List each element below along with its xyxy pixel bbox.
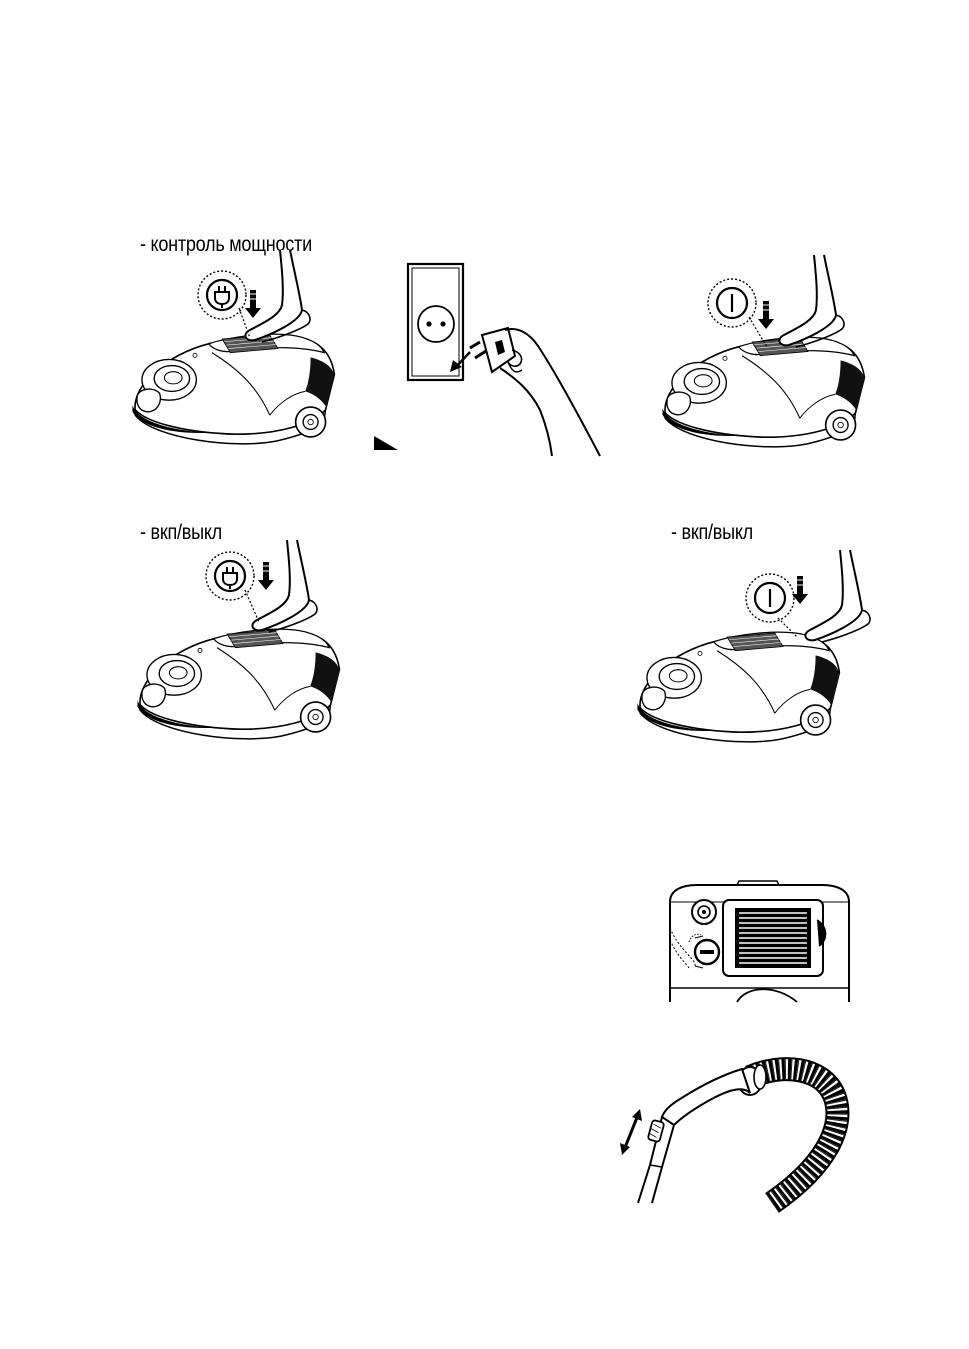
- plug-icon: [198, 271, 246, 319]
- on-off-caption-right: - вкп/выкл: [671, 522, 753, 543]
- power-icon: [746, 574, 794, 622]
- power-icon: [708, 279, 756, 327]
- unplug-socket-illustration: [400, 260, 605, 460]
- vacuum-power-on-illustration: [652, 255, 867, 470]
- plug-icon: [206, 552, 254, 600]
- triangle-pointer-icon: [372, 434, 400, 452]
- vacuum-on-off-power-illustration: [628, 550, 868, 775]
- vacuum-power-control-illustration: [122, 250, 337, 465]
- vacuum-on-off-plug-illustration: [127, 540, 342, 770]
- vacuum-top-panel-detail: [667, 880, 852, 1005]
- hose-handle-illustration: [612, 1055, 852, 1205]
